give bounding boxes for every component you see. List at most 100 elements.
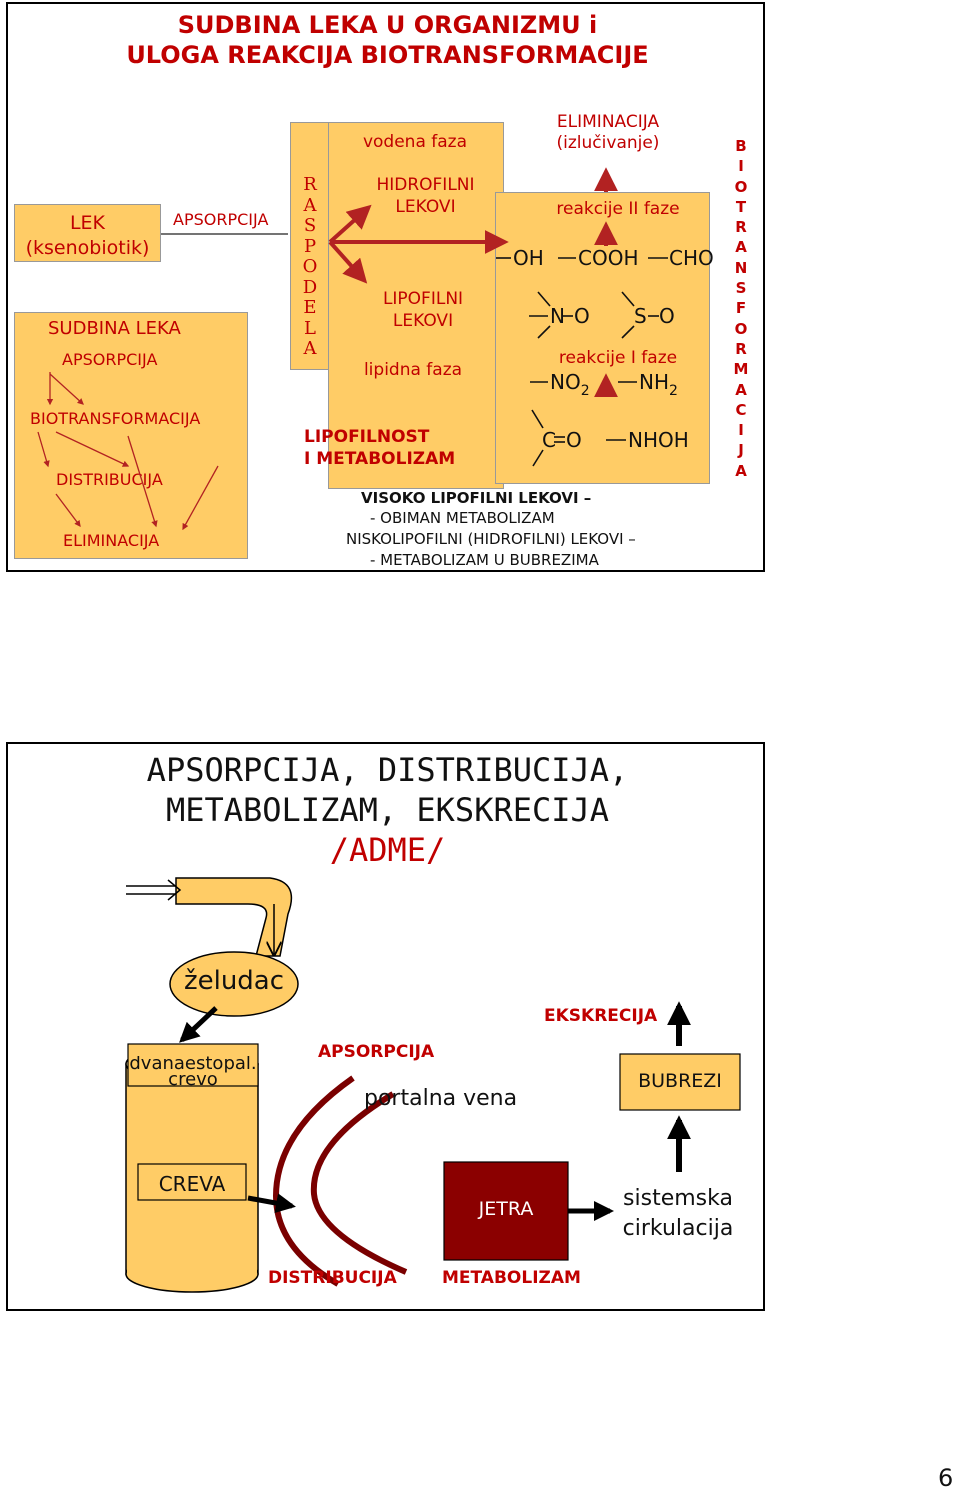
sudbina-arrows	[37, 372, 219, 531]
raspodela-letter: A	[303, 194, 317, 216]
zeludac-label: želudac	[183, 966, 285, 996]
split-arrows	[328, 204, 509, 284]
group-nhoh: NHOH	[628, 428, 689, 452]
biotransformacija-letter: C	[735, 400, 747, 419]
group-oh: OH	[513, 246, 544, 270]
biotransformacija-letter: R	[735, 339, 747, 358]
group-no2: NO2	[550, 370, 590, 399]
metabolizam-label: METABOLIZAM	[442, 1268, 581, 1288]
slide-1: SUDBINA LEKA U ORGANIZMU i ULOGA REAKCIJ…	[6, 2, 765, 572]
biotransformacija-letter: S	[735, 279, 747, 298]
biotransformacija-letter: O	[734, 177, 748, 196]
raspodela-letter: A	[303, 338, 317, 359]
sistemska-line2: cirkulacija	[622, 1216, 734, 1241]
group-no2-text: NO	[550, 370, 581, 394]
group-cho: CHO	[669, 246, 714, 270]
group-no2-sub: 2	[580, 383, 590, 399]
raspodela-letter: S	[303, 215, 317, 236]
stomach-shape	[169, 951, 299, 1017]
page-number: 6	[938, 1464, 954, 1492]
jetra-box	[443, 1161, 569, 1261]
group-c: C	[542, 428, 556, 452]
hidrofilni-line2: LEKOVI	[395, 197, 456, 217]
slide2-title-line3: /ADME/	[329, 831, 446, 869]
eliminacija-line2: (izlučivanje)	[556, 133, 660, 153]
lek-box: LEK (ksenobiotik)	[14, 204, 161, 262]
eliminacija-line1: ELIMINACIJA	[556, 112, 660, 132]
portal-vessel-inner	[310, 1091, 408, 1275]
lipofilni-line2: LEKOVI	[392, 311, 454, 331]
lipofilni-line1: LIPOFILNI	[382, 289, 464, 309]
raspodela-letter: D	[302, 276, 318, 298]
group-s-o: O	[659, 304, 675, 328]
note-line2: - OBIMAN METABOLIZAM	[370, 509, 555, 527]
chemical-bonds	[496, 257, 668, 467]
biotransformacija-letter: I	[738, 157, 744, 176]
lipofilni-label: LIPOFILNI LEKOVI	[348, 288, 498, 332]
slide2-title: APSORPCIJA, DISTRIBUCIJA, METABOLIZAM, E…	[8, 750, 767, 870]
eliminacija-label: ELIMINACIJA (izlučivanje)	[508, 112, 708, 154]
biotransformacija-letter: M	[733, 360, 749, 379]
duodenum-box	[127, 1043, 259, 1087]
ekskrecija-label: EKSKRECIJA	[544, 1006, 658, 1026]
slide-2: APSORPCIJA, DISTRIBUCIJA, METABOLIZAM, E…	[6, 742, 765, 1311]
stomach-to-duodenum-arrow	[179, 1006, 218, 1043]
biotransformacija-letter: J	[738, 441, 744, 460]
duodenum-label: dvanaestopal. crevo	[120, 1056, 266, 1088]
hidrofilni-line1: HIDROFILNI	[376, 175, 475, 195]
creva-to-portal-arrow	[247, 1193, 296, 1213]
biotransformacija-letter: T	[735, 197, 747, 216]
raspodela-letter: R	[303, 174, 317, 195]
jetra-label: JETRA	[478, 1198, 534, 1220]
note-line3: NISKOLIPOFILNI (HIDROFILNI) LEKOVI –	[346, 530, 636, 548]
raspodela-letter: P	[303, 235, 317, 257]
group-cooh: COOH	[578, 246, 639, 270]
note-line1: VISOKO LIPOFILNI LEKOVI –	[361, 489, 592, 507]
apsorpcija-top-label: APSORPCIJA	[173, 210, 269, 229]
bubrezi-box	[619, 1053, 741, 1111]
biotransformacija-letter: N	[734, 258, 748, 277]
raspodela-letter: O	[302, 256, 318, 277]
apsorpcija-label: APSORPCIJA	[318, 1042, 435, 1062]
slide2-title-line1: APSORPCIJA, DISTRIBUCIJA,	[146, 751, 629, 789]
group-nh2: NH2	[639, 370, 678, 399]
slide1-title-line1: SUDBINA LEKA U ORGANIZMU i	[177, 11, 598, 39]
lek-sublabel: (ksenobiotik)	[25, 237, 150, 259]
sudbina-box	[14, 312, 248, 559]
duodenum-line1: dvanaestopal.	[129, 1056, 257, 1074]
note-line4: - METABOLIZAM U BUBREZIMA	[370, 551, 599, 569]
slide1-connectors	[37, 167, 668, 531]
sistemska-cirkulacija-label: sistemska cirkulacija	[608, 1184, 748, 1244]
reakcije-ii-faze-label: reakcije II faze	[556, 199, 680, 219]
phase-box	[328, 122, 504, 489]
biotransformacija-letter: F	[735, 299, 747, 318]
vodena-faza-label: vodena faza	[362, 132, 468, 152]
lek-label: LEK	[69, 212, 106, 234]
biotransformacija-letter: A	[735, 380, 747, 399]
biotransformacija-letter: A	[735, 461, 747, 480]
creva-label: CREVA	[158, 1172, 226, 1196]
intake-arrow	[126, 879, 182, 901]
lipofilnost-line2: I METABOLIZAM	[304, 449, 456, 469]
sudbina-item-biotransformacija: BIOTRANSFORMACIJA	[30, 409, 201, 428]
sudbina-title: SUDBINA LEKA	[48, 318, 181, 339]
slide1-title: SUDBINA LEKA U ORGANIZMU i ULOGA REAKCIJ…	[8, 10, 767, 70]
group-n-o: O	[574, 304, 590, 328]
biotransformacija-letter: B	[735, 137, 747, 155]
group-nh2-sub: 2	[669, 383, 678, 399]
raspodela-letter: E	[303, 297, 317, 318]
duodenum-line2: crevo	[168, 1069, 218, 1089]
sistemska-line1: sistemska	[623, 1186, 733, 1211]
lipofilnost-label: LIPOFILNOST I METABOLIZAM	[304, 426, 455, 470]
slide1-title-line2: ULOGA REAKCIJA BIOTRANSFORMACIJE	[126, 41, 649, 69]
sudbina-item-eliminacija: ELIMINACIJA	[63, 531, 160, 550]
group-s: S	[634, 304, 647, 328]
creva-box	[137, 1163, 247, 1201]
hidrofilni-label: HIDROFILNI LEKOVI	[348, 174, 503, 218]
bubrezi-label: BUBREZI	[638, 1070, 722, 1092]
slide2-drawing	[125, 877, 741, 1293]
biotransformacija-letter: A	[735, 238, 747, 257]
group-nh2-text: NH	[639, 370, 669, 394]
